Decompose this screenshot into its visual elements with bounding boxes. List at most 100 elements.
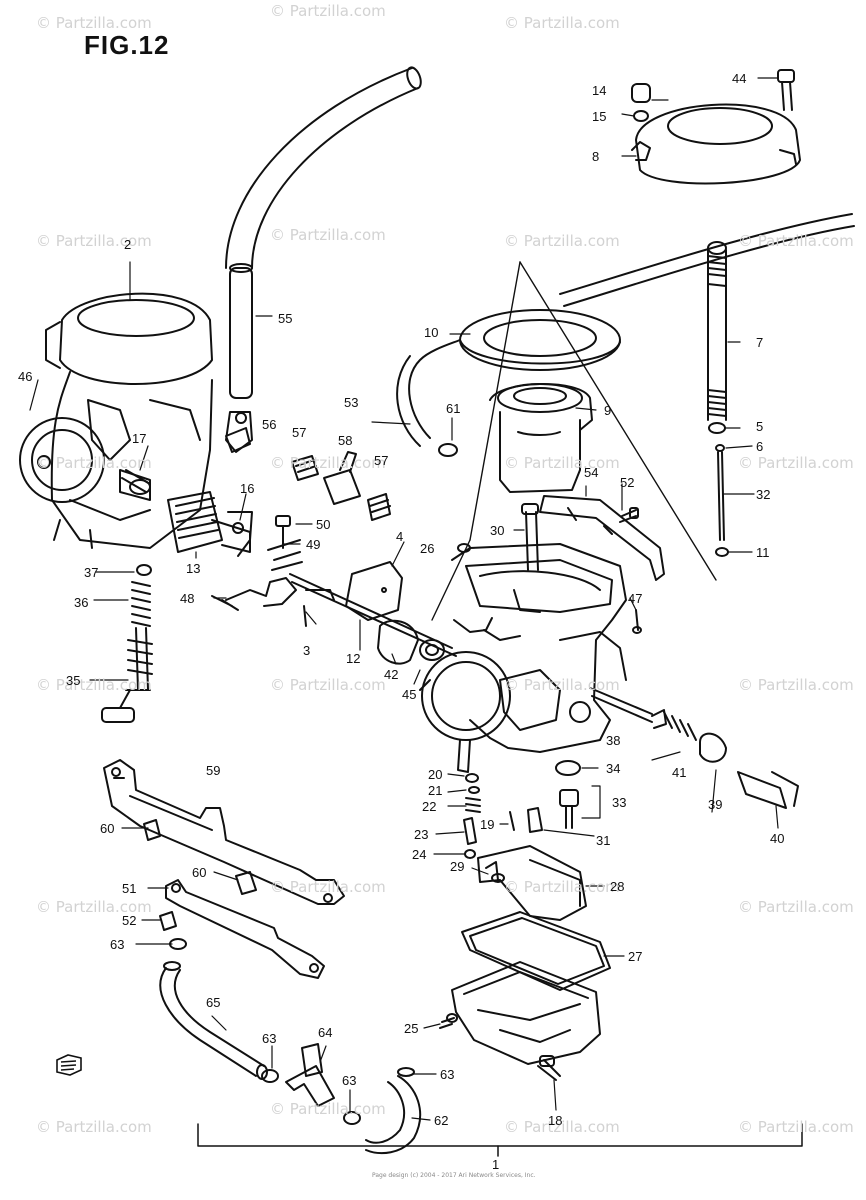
callout-28[interactable]: 28 [610,879,625,894]
callout-53[interactable]: 53 [344,395,359,410]
stud-7-drawing [707,241,729,557]
callout-65[interactable]: 65 [206,995,221,1010]
callout-6[interactable]: 6 [756,439,764,454]
callout-31[interactable]: 31 [596,833,611,848]
callout-12[interactable]: 12 [346,651,361,666]
callout-44[interactable]: 44 [732,71,747,86]
callout-54[interactable]: 54 [584,465,599,480]
callout-4[interactable]: 4 [396,529,404,544]
callout-52b[interactable]: 52 [122,913,137,928]
callout-15[interactable]: 15 [592,109,607,124]
callout-61[interactable]: 61 [446,401,461,416]
callout-50[interactable]: 50 [316,517,331,532]
callout-1[interactable]: 1 [492,1157,500,1172]
throttle-shaft-12-drawing [289,561,457,665]
tee-fitting-64-drawing [261,1043,361,1125]
callout-22[interactable]: 22 [422,799,437,814]
callout-59[interactable]: 59 [206,763,221,778]
callout-34[interactable]: 34 [606,761,621,776]
callout-52[interactable]: 52 [620,475,635,490]
watermark: © Partzilla.com [738,454,854,472]
callout-2[interactable]: 2 [124,237,132,252]
hose-65-drawing [159,961,268,1080]
callout-57b[interactable]: 57 [374,453,389,468]
callout-37[interactable]: 37 [84,565,99,580]
callout-25[interactable]: 25 [404,1021,419,1036]
callout-62[interactable]: 62 [434,1113,449,1128]
bracket-59-drawing [103,759,345,905]
callout-21[interactable]: 21 [428,783,443,798]
callout-23[interactable]: 23 [414,827,429,842]
watermark: © Partzilla.com [504,454,620,472]
callout-40[interactable]: 40 [770,831,785,846]
needle-35-36-37-drawing [101,564,153,723]
callout-18[interactable]: 18 [548,1113,563,1128]
callout-56[interactable]: 56 [262,417,277,432]
assembly-bracket-1 [197,1123,803,1147]
jets-drawing [463,760,581,859]
top-cap-8-drawing [631,69,801,185]
callout-60b[interactable]: 60 [192,865,207,880]
callout-39[interactable]: 39 [708,797,723,812]
callout-48[interactable]: 48 [180,591,195,606]
callout-63b[interactable]: 63 [262,1031,277,1046]
callout-42[interactable]: 42 [384,667,399,682]
callout-49[interactable]: 49 [306,537,321,552]
gasket-27-drawing [461,911,611,991]
watermark: © Partzilla.com [504,14,620,32]
callout-20[interactable]: 20 [428,767,443,782]
linkage-16-48-50-drawing [211,511,303,611]
float-bowl-drawing [439,961,601,1081]
hose-55-drawing [225,66,422,399]
callout-63d[interactable]: 63 [440,1067,455,1082]
callout-9[interactable]: 9 [604,403,612,418]
callout-10[interactable]: 10 [424,325,439,340]
watermark: © Partzilla.com [738,1118,854,1136]
watermark: © Partzilla.com [738,676,854,694]
callout-14[interactable]: 14 [592,83,607,98]
callout-51[interactable]: 51 [122,881,137,896]
bracket-51-drawing [159,879,325,979]
callout-58[interactable]: 58 [338,433,353,448]
callout-45[interactable]: 45 [402,687,417,702]
callout-38[interactable]: 38 [606,733,621,748]
footer-copyright: Page design (c) 2004 - 2017 Ari Network … [372,1172,536,1179]
watermark: © Partzilla.com [504,232,620,250]
watermark: © Partzilla.com [738,232,854,250]
callout-41[interactable]: 41 [672,765,687,780]
callout-24[interactable]: 24 [412,847,427,862]
watermark: © Partzilla.com [36,898,152,916]
callout-11[interactable]: 11 [756,545,770,560]
adjuster-38-41-drawing [589,687,799,809]
callout-7[interactable]: 7 [756,335,764,350]
callout-55[interactable]: 55 [278,311,293,326]
watermark: © Partzilla.com [270,2,386,20]
callout-3[interactable]: 3 [303,643,311,658]
watermark: © Partzilla.com [270,878,386,896]
callout-46[interactable]: 46 [18,369,33,384]
callout-16[interactable]: 16 [240,481,255,496]
callout-5[interactable]: 5 [756,419,764,434]
fitting-56-57-58-drawing [225,427,391,521]
callout-19[interactable]: 19 [480,817,495,832]
callout-33[interactable]: 33 [612,795,627,810]
callout-63c[interactable]: 63 [342,1073,357,1088]
callout-8[interactable]: 8 [592,149,600,164]
callout-27[interactable]: 27 [628,949,643,964]
callout-17[interactable]: 17 [132,431,147,446]
callout-47[interactable]: 47 [628,591,643,606]
callout-60[interactable]: 60 [100,821,115,836]
callout-57[interactable]: 57 [292,425,307,440]
callout-29[interactable]: 29 [450,859,465,874]
callout-13[interactable]: 13 [186,561,201,576]
callout-63a[interactable]: 63 [110,937,125,952]
callout-26[interactable]: 26 [420,541,435,556]
callout-36[interactable]: 36 [74,595,89,610]
leader-lines [29,77,779,1121]
callout-32[interactable]: 32 [756,487,771,502]
callout-35[interactable]: 35 [66,673,81,688]
watermark: © Partzilla.com [270,676,386,694]
callout-64[interactable]: 64 [318,1025,333,1040]
callout-30[interactable]: 30 [490,523,505,538]
